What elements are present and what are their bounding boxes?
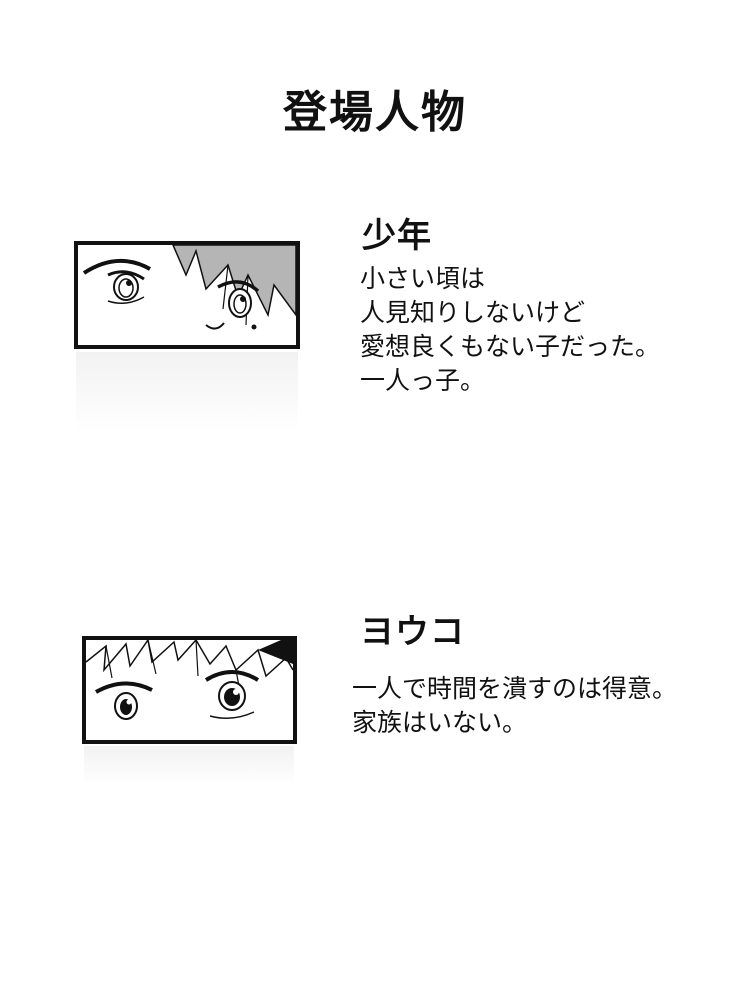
character-name: ヨウコ bbox=[360, 612, 465, 652]
youko-panel-shadow bbox=[84, 746, 294, 786]
youko-portrait-panel bbox=[82, 636, 297, 744]
character-description: 一人で時間を潰すのは得意。 家族はいない。 bbox=[352, 674, 678, 737]
character-description: 小さい頃は 人見知りしないけど 愛想良くもない子だった。 一人っ子。 bbox=[360, 264, 661, 395]
boy-panel-shadow bbox=[76, 352, 298, 432]
youko-eyes-icon bbox=[86, 640, 293, 720]
boy-eyes-icon bbox=[82, 245, 296, 330]
boy-portrait-panel bbox=[74, 241, 300, 349]
character-name: 少年 bbox=[362, 216, 432, 256]
page-title: 登場人物 bbox=[283, 87, 467, 138]
